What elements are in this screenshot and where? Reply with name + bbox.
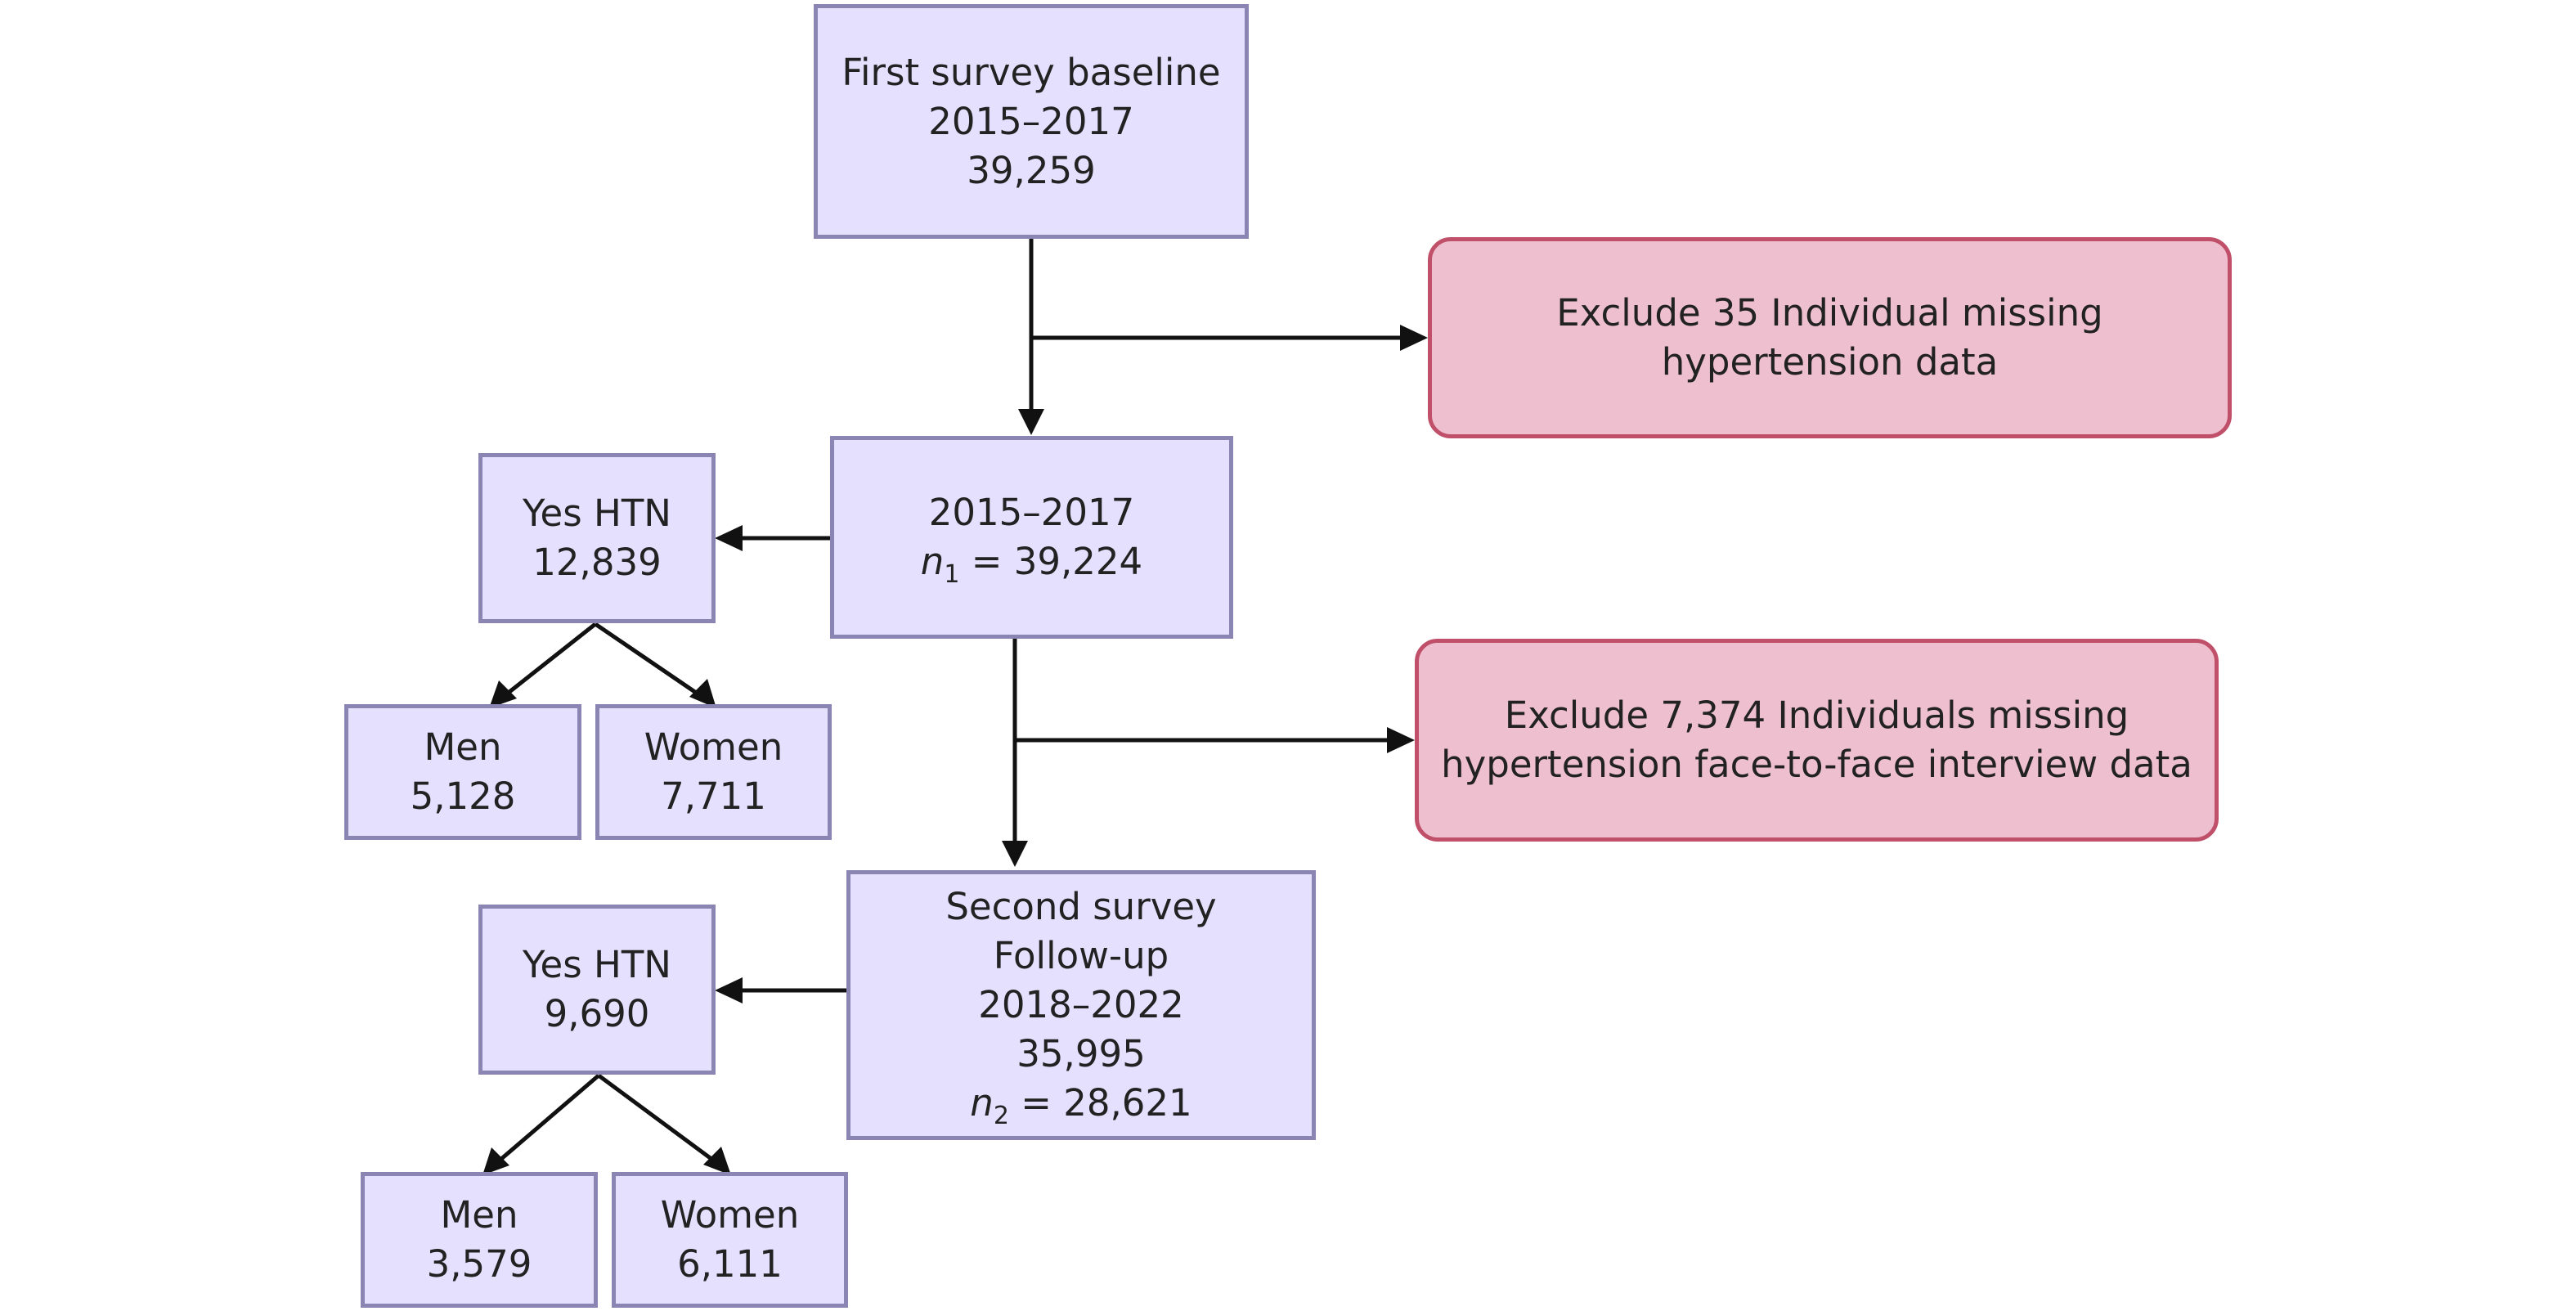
women-1-label: Women (644, 725, 783, 769)
htn-1-box: Yes HTN 12,839 (478, 453, 716, 623)
women-2-count: 6,111 (677, 1242, 783, 1286)
arrowhead (703, 1147, 731, 1175)
arrowhead (489, 680, 517, 708)
women-1-count: 7,711 (661, 774, 766, 818)
cohort-2-n: n2 = 28,621 (970, 1079, 1192, 1130)
baseline-title: First survey baseline (841, 50, 1221, 94)
htn-2-count: 9,690 (544, 992, 650, 1035)
arrow-htn2-to-men2 (494, 1074, 600, 1165)
exclusion-box-1: Exclude 35 Individual missing hypertensi… (1428, 237, 2232, 438)
arrowhead (1002, 841, 1028, 867)
n-symbol: n (970, 1081, 994, 1125)
men-1-label: Men (424, 725, 502, 769)
baseline-count: 39,259 (967, 148, 1096, 192)
cohort-1-years: 2015–2017 (928, 491, 1135, 534)
arrow-htn2-to-women2 (597, 1073, 720, 1166)
exclusion-1-text: Exclude 35 Individual missing hypertensi… (1556, 291, 2103, 384)
arrowhead (1400, 325, 1428, 351)
exclusion-2-line1: Exclude 7,374 Individuals missing (1504, 694, 2129, 737)
men-2-box: Men 3,579 (361, 1172, 598, 1308)
arrowhead (689, 679, 716, 708)
arrow-htn1-to-women1 (594, 622, 705, 700)
cohort-2-count: 35,995 (1016, 1032, 1146, 1075)
women-2-label: Women (660, 1193, 800, 1237)
baseline-years: 2015–2017 (928, 99, 1134, 143)
arrowhead (715, 525, 743, 551)
cohort-2-box: Second survey Follow-up 2018–2022 35,995… (846, 870, 1316, 1140)
baseline-box: First survey baseline 2015–2017 39,259 (814, 4, 1249, 239)
men-2-label: Men (440, 1193, 518, 1237)
arrowhead (1387, 727, 1415, 753)
cohort-1-box: 2015–2017 n1 = 39,224 (830, 436, 1233, 639)
women-2-box: Women 6,111 (612, 1172, 848, 1308)
cohort-1-n: n1 = 39,224 (920, 537, 1143, 589)
htn-1-count: 12,839 (532, 541, 662, 584)
htn-1-label: Yes HTN (523, 492, 671, 535)
n-value: = 39,224 (959, 540, 1143, 583)
men-1-box: Men 5,128 (344, 704, 581, 840)
arrow-htn1-to-men1 (500, 622, 597, 699)
htn-2-box: Yes HTN 9,690 (478, 905, 716, 1075)
men-2-count: 3,579 (426, 1242, 532, 1286)
n-value: = 28,621 (1008, 1081, 1192, 1125)
arrowhead (482, 1147, 509, 1175)
cohort-2-years: 2018–2022 (978, 983, 1184, 1026)
htn-2-label: Yes HTN (523, 943, 671, 986)
men-1-count: 5,128 (410, 774, 516, 818)
exclusion-2-line2: hypertension face-to-face interview data (1441, 743, 2192, 786)
exclusion-box-2: Exclude 7,374 Individuals missing hypert… (1415, 639, 2219, 842)
arrowhead (1018, 409, 1044, 435)
arrowhead (715, 977, 743, 1003)
women-1-box: Women 7,711 (595, 704, 832, 840)
n-subscript: 2 (993, 1102, 1009, 1130)
cohort-2-subtitle: Follow-up (993, 934, 1169, 977)
cohort-2-title: Second survey (945, 885, 1217, 928)
n-symbol: n (920, 540, 945, 583)
n-subscript: 1 (944, 560, 960, 589)
